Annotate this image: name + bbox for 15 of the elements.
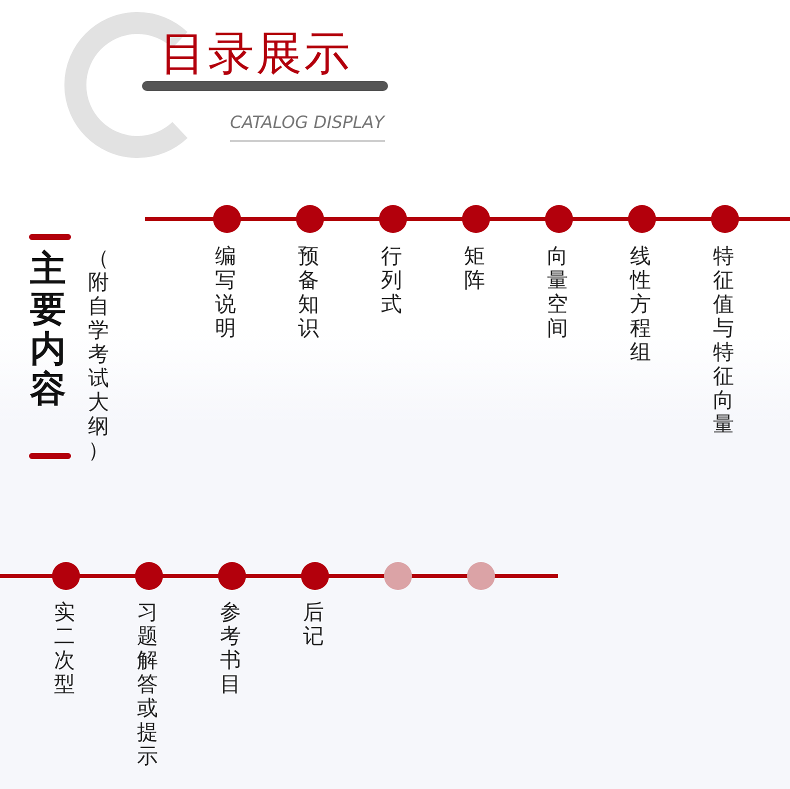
section-heading: 主要内容 [30,250,66,410]
catalog-item: 矩阵 [464,244,485,292]
catalog-item: 行列式 [381,244,402,316]
catalog-item: 线性方程组 [630,244,651,364]
catalog-item: 预备知识 [298,244,319,340]
subtitle: CATALOG DISPLAY [230,112,384,134]
catalog-item: 习题解答或提示 [137,600,158,768]
note: （附自学考试大纲） [88,246,109,462]
catalog-item: 后记 [303,600,324,648]
catalog-item: 参考书目 [220,600,241,696]
title-heading: 目录展示 [160,26,352,80]
catalog-item: 向量空间 [547,244,568,340]
catalog-item: 实二次型 [54,600,75,696]
catalog-item: 特征值与特征向量 [713,244,734,436]
catalog-item: 编写说明 [215,244,236,340]
